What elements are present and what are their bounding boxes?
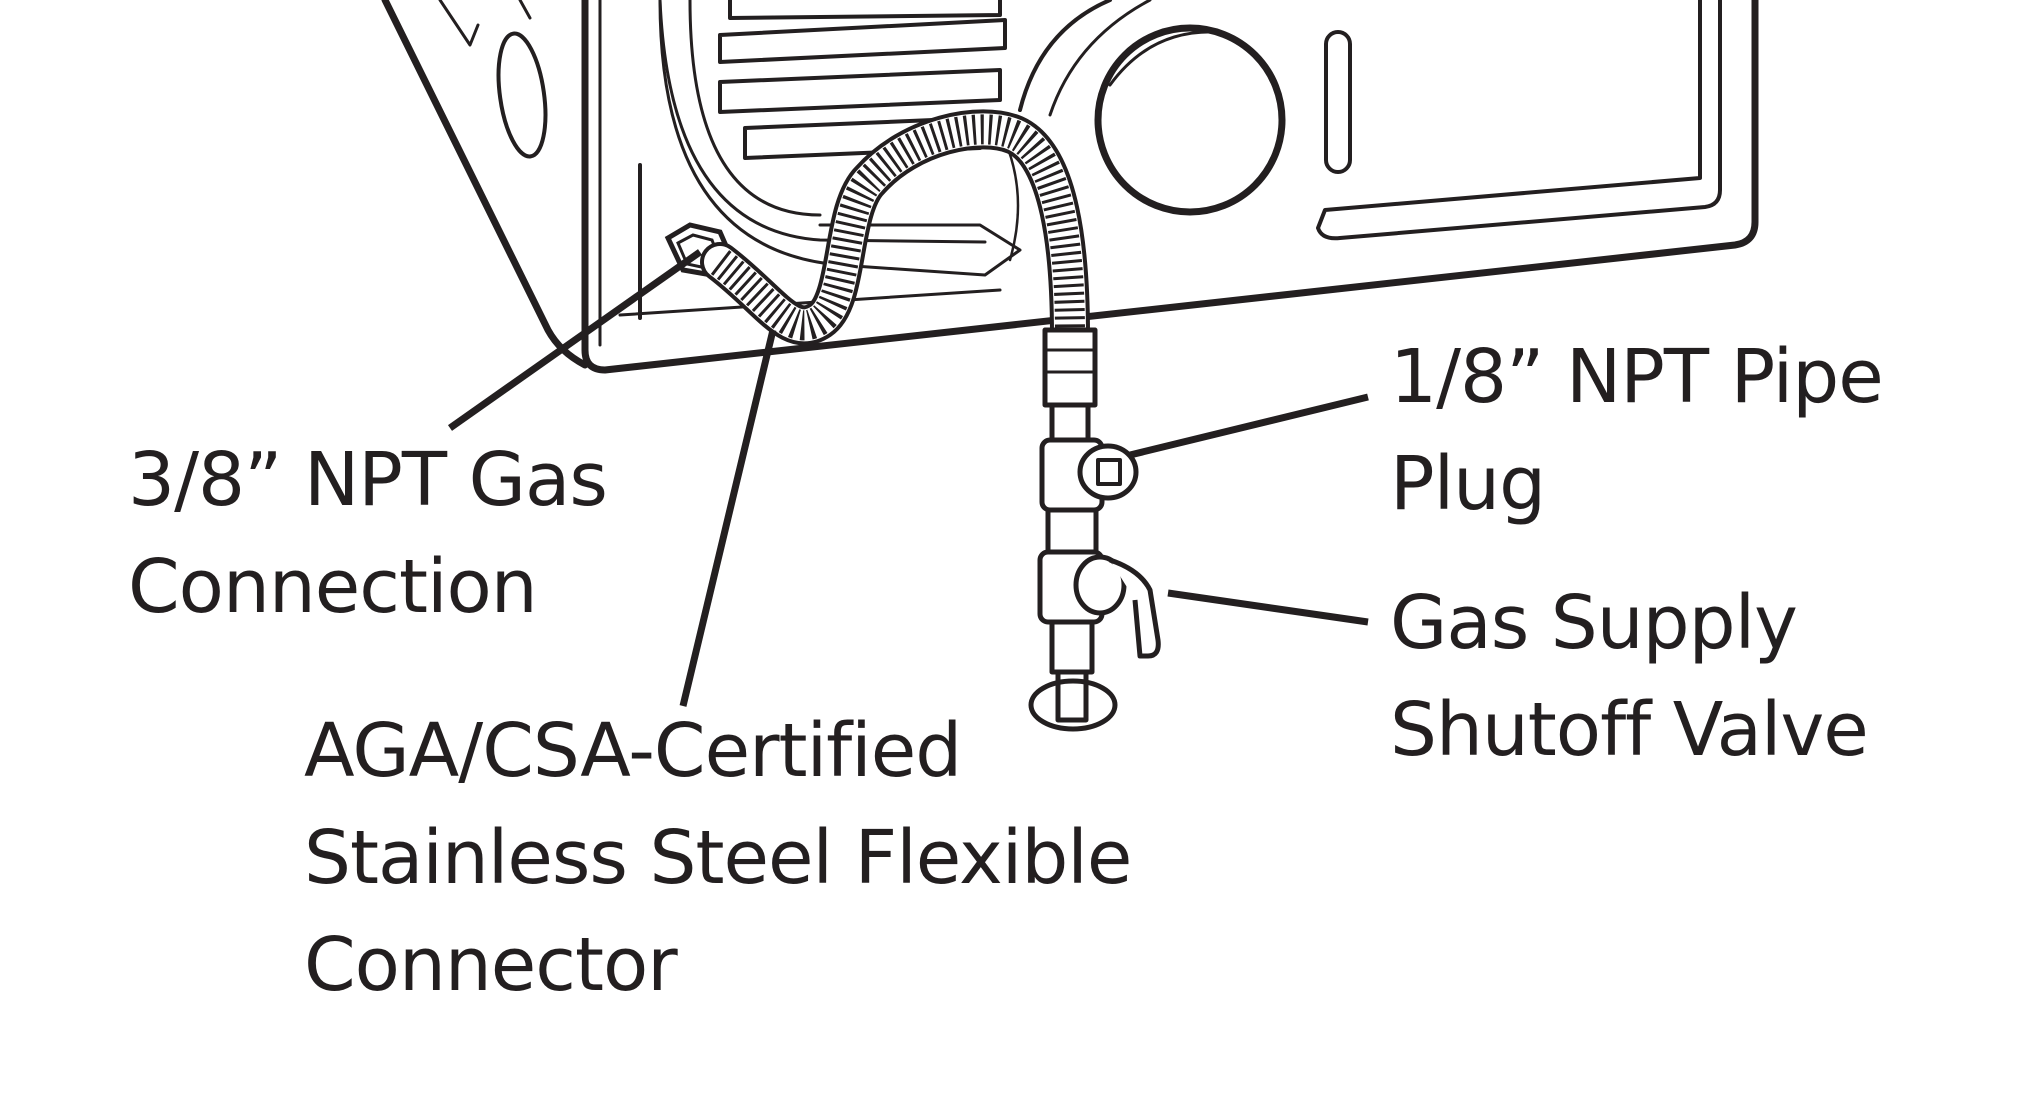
leader-gas-connection [447,249,703,431]
leader-flex-connector [679,329,777,707]
panel-slot [1324,30,1352,174]
label-shutoff-valve-line1: Gas Supply [1390,580,1798,666]
side-panel-oval [496,31,548,159]
label-shutoff-valve: Gas Supply Shutoff Valve [1390,570,1869,784]
callout-leaders [447,249,1369,707]
label-gas-connection-line1: 3/8” NPT Gas [128,437,608,523]
label-gas-connection-line2: Connection [128,544,538,630]
label-shutoff-valve-line2: Shutoff Valve [1390,687,1869,773]
label-flex-connector-line2: Stainless Steel Flexible [304,815,1132,901]
unit-front-panel [581,0,1759,374]
flexible-gas-connector [700,109,1090,355]
round-cap [1094,24,1286,216]
label-pipe-plug: 1/8” NPT Pipe Plug [1390,324,1884,538]
gas-pipe-assembly [1028,327,1161,732]
label-gas-connection: 3/8” NPT Gas Connection [128,427,608,641]
inner-recess [658,0,987,244]
label-flex-connector-line3: Connector [304,922,678,1008]
label-flex-connector-line1: AGA/CSA-Certified [304,708,962,794]
unit-side-panel [381,0,589,369]
leader-shutoff-valve [1167,589,1369,626]
leader-pipe-plug [1129,393,1369,459]
label-flex-connector: AGA/CSA-Certified Stainless Steel Flexib… [304,698,1132,1019]
floor-pipe-opening [1028,678,1118,732]
label-pipe-plug-line1: 1/8” NPT Pipe [1390,334,1884,420]
shutoff-valve-handle [1109,557,1161,659]
label-pipe-plug-line2: Plug [1390,441,1546,527]
